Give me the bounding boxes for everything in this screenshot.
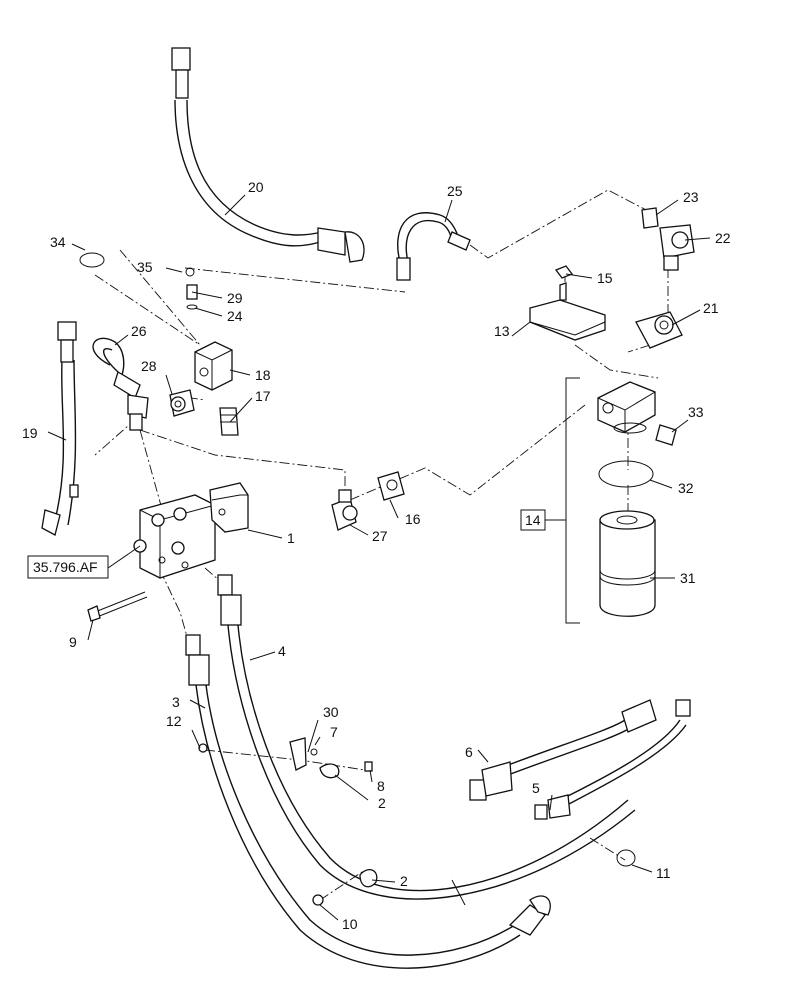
callout-27: 27 [372, 528, 388, 544]
tee-block-18 [185, 267, 239, 436]
clamp-hardware [198, 737, 466, 906]
callout-23: 23 [683, 189, 699, 205]
fitting-21 [635, 311, 683, 349]
callout-4: 4 [278, 643, 286, 659]
hose-25 [396, 212, 471, 281]
callout-30: 30 [323, 704, 339, 720]
fitting-22 [659, 224, 695, 271]
bracket-1 [209, 482, 249, 533]
callout-13: 13 [494, 323, 510, 339]
fitting-33 [655, 424, 677, 446]
callout-25: 25 [447, 183, 463, 199]
callout-1: 1 [287, 530, 295, 546]
callout-31: 31 [680, 570, 696, 586]
hose-19 [41, 321, 79, 536]
callout-19: 19 [22, 425, 38, 441]
callout-5: 5 [532, 780, 540, 796]
elbow-27 [331, 489, 358, 531]
callout-2: 2 [378, 795, 386, 811]
callout-24: 24 [227, 308, 243, 324]
callout-34: 34 [50, 234, 66, 250]
fitting-28 [169, 389, 195, 417]
callout-35: 35 [137, 259, 153, 275]
callout-14: 14 [525, 512, 541, 528]
callout-21: 21 [703, 300, 719, 316]
callout-9: 9 [69, 634, 77, 650]
leader-lines [47, 194, 711, 921]
filter-31 [599, 510, 656, 617]
callout-20: 20 [248, 179, 264, 195]
callout-32: 32 [678, 480, 694, 496]
reference-link-box[interactable]: 35.796.AF [27, 555, 109, 579]
clamp-11 [616, 849, 636, 867]
hose-20 [171, 47, 365, 263]
callout-3: 3 [172, 694, 180, 710]
callout-16: 16 [405, 511, 421, 527]
callout-8: 8 [377, 778, 385, 794]
callout-12: 12 [166, 713, 182, 729]
hose-26 [92, 337, 149, 431]
callout-6: 6 [465, 744, 473, 760]
callout-2: 2 [400, 873, 408, 889]
callout-7: 7 [330, 724, 338, 740]
hose-5 [534, 699, 691, 820]
valve-block [133, 494, 216, 579]
callout-10: 10 [342, 916, 358, 932]
callout-18: 18 [255, 367, 271, 383]
callout-22: 22 [715, 230, 731, 246]
bolt-9 [87, 591, 148, 622]
callout-labels: 1 2 2 3 4 5 6 7 8 9 10 11 12 13 15 16 17… [22, 179, 731, 932]
callout-26: 26 [131, 323, 147, 339]
callout-28: 28 [141, 358, 157, 374]
callout-17: 17 [255, 388, 271, 404]
hoses-3-4 [185, 574, 636, 969]
callout-14-box: 14 [520, 509, 566, 531]
callout-33: 33 [688, 404, 704, 420]
o-ring-34 [79, 252, 105, 268]
callout-29: 29 [227, 290, 243, 306]
bracket-13 [529, 265, 606, 341]
fitting-23 [641, 207, 659, 229]
o-ring-32 [598, 460, 654, 488]
callout-15: 15 [597, 270, 613, 286]
filter-head [597, 381, 656, 434]
callout-11: 11 [656, 865, 671, 881]
group-bracket-14 [565, 377, 580, 624]
hose-6 [469, 699, 657, 801]
reference-link-text[interactable]: 35.796.AF [33, 559, 98, 575]
fitting-16 [377, 471, 405, 501]
